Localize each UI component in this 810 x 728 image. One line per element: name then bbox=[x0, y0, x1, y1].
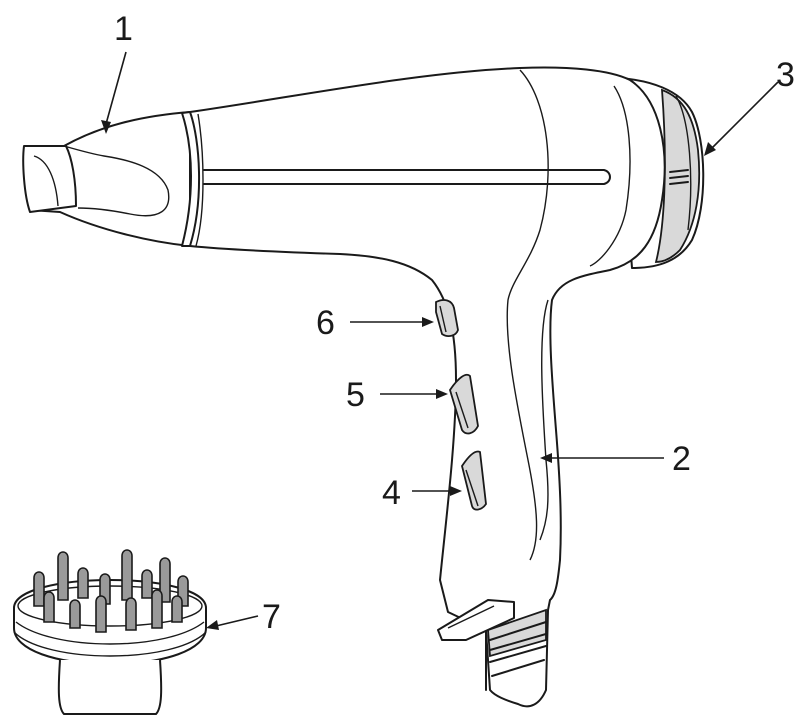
callout-2: 2 bbox=[672, 440, 691, 478]
heat-switch bbox=[449, 373, 479, 435]
cool-shot-button bbox=[435, 299, 459, 337]
callout-5: 5 bbox=[346, 376, 365, 414]
callout-3: 3 bbox=[776, 56, 795, 94]
diffuser bbox=[13, 549, 207, 715]
dryer-body bbox=[189, 66, 666, 708]
speed-switch bbox=[461, 450, 487, 511]
callout-1: 1 bbox=[114, 10, 133, 48]
callout-4: 4 bbox=[382, 474, 401, 512]
concentrator-nozzle bbox=[22, 111, 200, 248]
callout-7: 7 bbox=[262, 598, 281, 636]
callout-6: 6 bbox=[316, 304, 335, 342]
callout-leaders bbox=[101, 51, 779, 630]
hair-dryer bbox=[22, 66, 705, 708]
handle bbox=[437, 69, 631, 691]
